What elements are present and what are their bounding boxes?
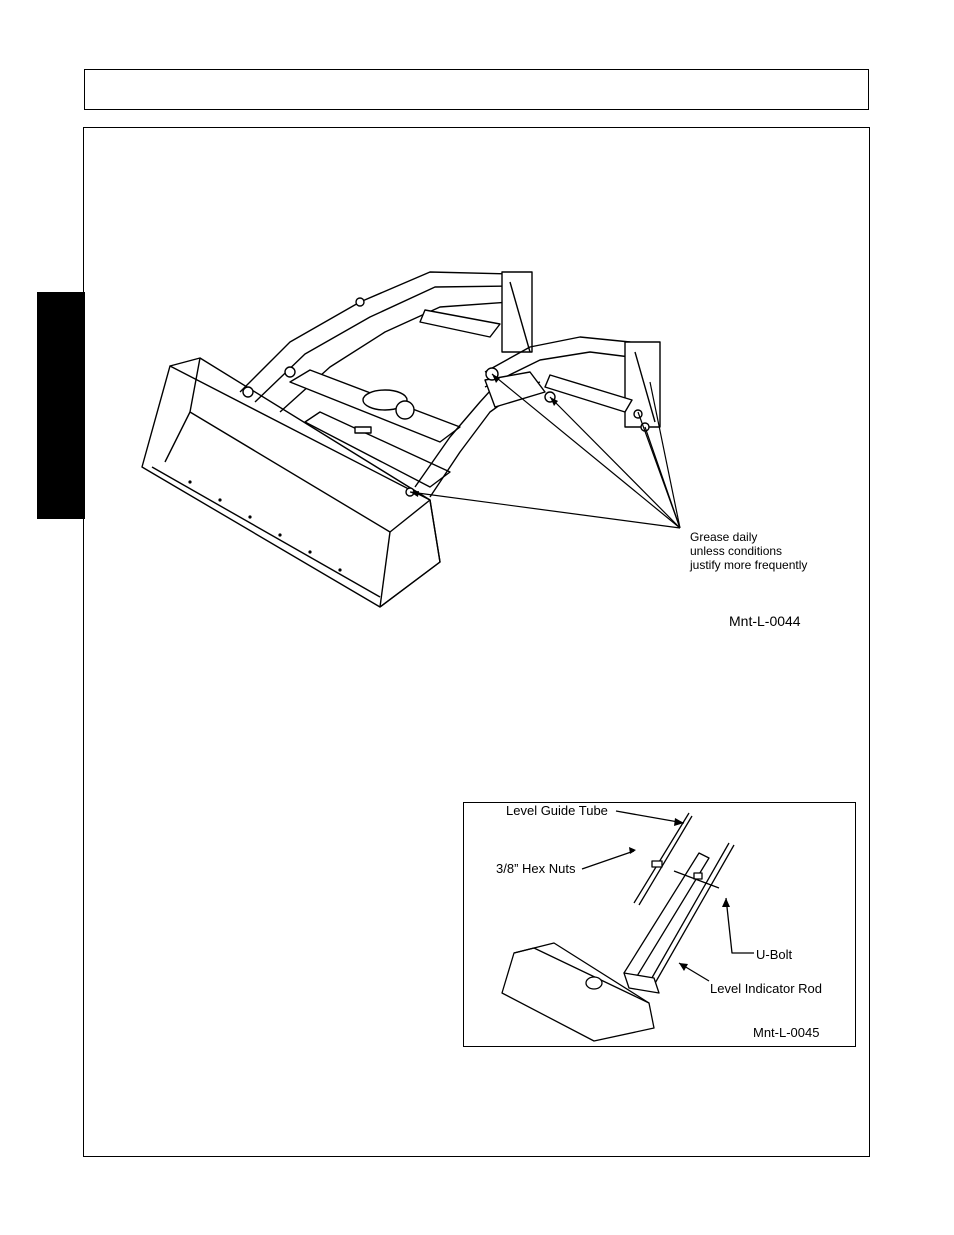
loader-drawing: [141, 271, 681, 608]
page-header-box: [84, 69, 869, 110]
figure-1-code: Mnt-L-0044: [729, 613, 801, 629]
level-indicator-drawing: [501, 810, 754, 1042]
label-hex-nuts: 3/8” Hex Nuts: [496, 861, 576, 876]
figure-2-code: Mnt-L-0045: [753, 1025, 820, 1040]
content-frame: [83, 127, 870, 1157]
grease-callout-line-1: Grease daily: [690, 530, 758, 544]
label-level-indicator-rod: Level Indicator Rod: [710, 981, 823, 996]
section-side-tab: [37, 292, 85, 519]
label-level-guide-tube: Level Guide Tube: [506, 803, 608, 818]
level-indicator-figure: Level Guide Tube 3/8” Hex Nuts U-Bolt Le…: [463, 802, 856, 1047]
grease-callout-line-2: unless conditions: [690, 544, 783, 558]
grease-callout-line-3: justify more frequently: [690, 558, 808, 572]
label-u-bolt: U-Bolt: [756, 947, 793, 962]
loader-grease-points-figure: Grease daily unless conditions justify m…: [130, 262, 830, 632]
